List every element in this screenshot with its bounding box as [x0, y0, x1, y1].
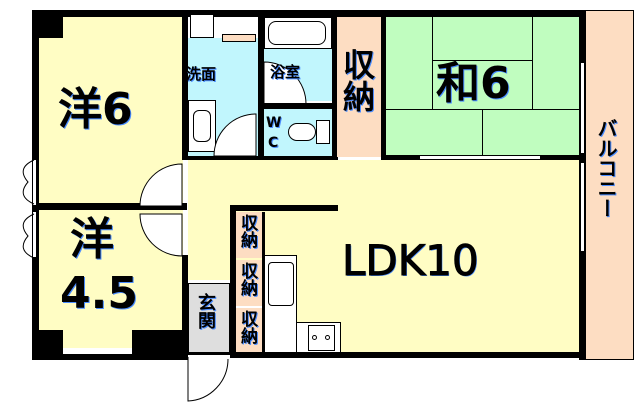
tatami-line-v1 [432, 17, 433, 109]
wall-storage-divider [262, 212, 265, 355]
balcony [586, 10, 634, 360]
toilet-label-w: W [266, 115, 282, 131]
storage-main [337, 17, 381, 157]
wall-bath-left [258, 10, 264, 160]
wall-hall-ldk [230, 205, 338, 211]
ldk-label: LDK10 [342, 236, 480, 285]
outer-wall-top [32, 10, 585, 17]
door-western-45 [139, 213, 183, 257]
western-room-45-label-bottom: 4.5 [60, 268, 138, 319]
washroom-label: 洗面 [186, 65, 217, 83]
storage-main-label: 収納 [338, 48, 376, 112]
shelf [222, 34, 256, 42]
tatami-line-h1 [432, 60, 532, 61]
entrance [188, 283, 230, 353]
storage-small-3-label: 収納 [237, 310, 257, 344]
wall-bottom-main [230, 352, 586, 358]
kitchen-sink [268, 262, 294, 306]
western-room-6-label: 洋6 [58, 84, 133, 135]
wash-basin-bowl [193, 110, 211, 142]
window-left-upper [32, 160, 37, 205]
washing-machine [190, 14, 214, 38]
sliding-door-japanese [420, 156, 540, 159]
door-washroom [213, 113, 257, 157]
stove-burners [308, 325, 335, 351]
wall-western-right-low [182, 255, 188, 360]
tatami-line-v3 [482, 109, 483, 155]
japanese-room-6-label: 和6 [436, 58, 511, 109]
bathtub-inner [268, 21, 326, 45]
window-right-lower [580, 162, 585, 252]
window-left-lower [32, 212, 37, 257]
storage-small-1-label: 収納 [237, 214, 257, 248]
wall-western-right [182, 10, 188, 160]
door-western-6 [139, 163, 183, 207]
wall-japanese-left [381, 10, 386, 160]
toilet-tank [316, 120, 330, 144]
wall-bottom-entrance [182, 352, 234, 355]
window-right-upper [580, 62, 585, 154]
toilet-label-c: C [268, 135, 279, 151]
bathroom-label: 浴室 [270, 63, 301, 81]
wall-between-western [32, 204, 187, 210]
entrance-label: 玄関 [195, 293, 216, 329]
wash-basin [188, 100, 216, 152]
burner-1 [312, 335, 317, 340]
window-swing-left [22, 159, 35, 259]
outer-wall-left [32, 10, 39, 210]
wall-bottom-western [32, 354, 187, 360]
storage-small-1 [236, 212, 262, 258]
toilet-bowl [288, 123, 316, 141]
closet-block [37, 14, 63, 38]
wall-wc-top [258, 103, 336, 109]
outer-wall-left-lower [32, 210, 39, 360]
storage-small-2-label: 収納 [237, 262, 257, 296]
wall-small-storage-left [230, 205, 236, 355]
wall-storage-left [332, 10, 337, 160]
wall-wc-bottom [188, 156, 338, 162]
storage-small-2 [236, 260, 262, 306]
tatami-line-v2 [532, 17, 533, 109]
balcony-label: バルコニー [594, 118, 618, 218]
storage-small-3 [236, 308, 262, 354]
western-room-45-label-top: 洋 [70, 214, 114, 265]
burner-2 [325, 335, 330, 340]
hall-lower [188, 160, 318, 210]
door-entrance [187, 357, 229, 402]
